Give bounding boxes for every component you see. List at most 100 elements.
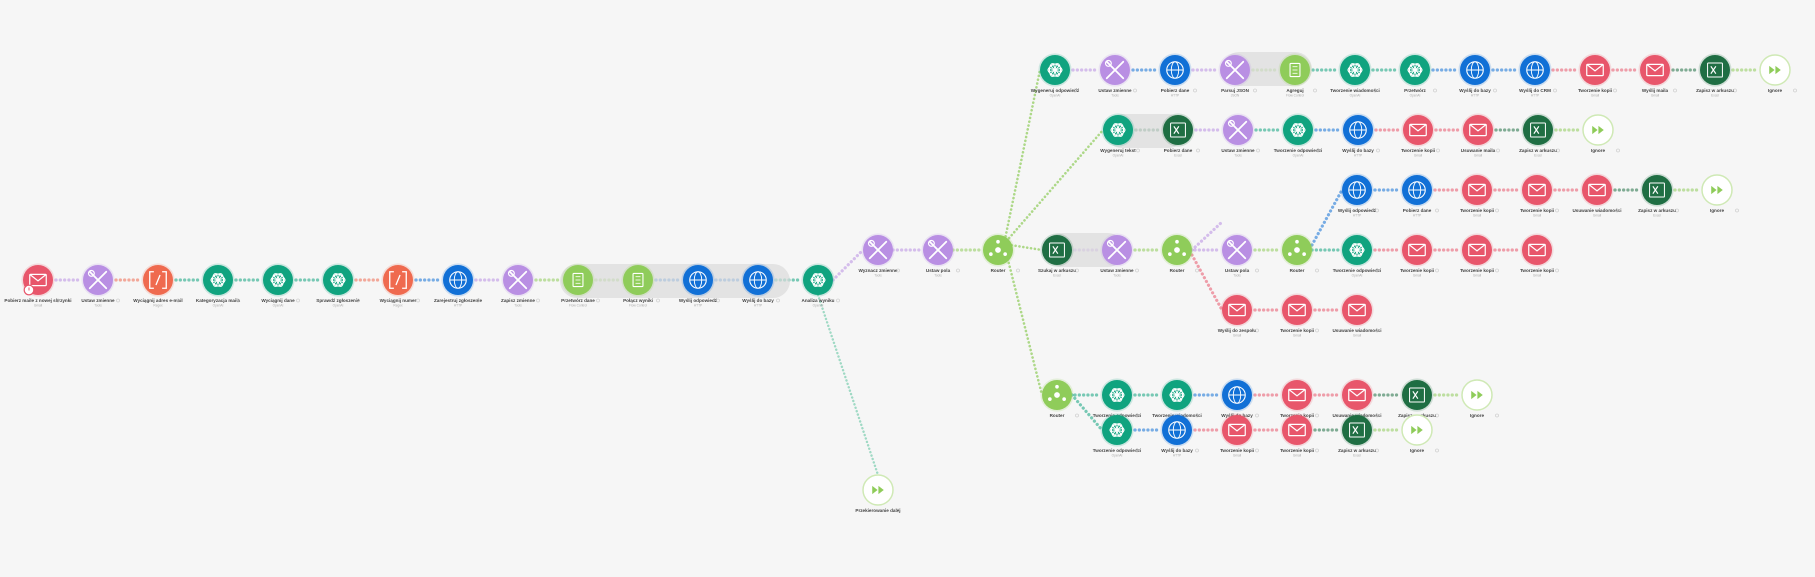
module-label: Pobierz dane <box>1164 148 1193 153</box>
envelope-icon <box>1228 423 1246 437</box>
settings-dot-icon <box>1435 208 1439 213</box>
module-app-name: Excel <box>1053 274 1061 278</box>
connection-layer <box>54 68 1759 477</box>
router-route <box>1002 242 1044 252</box>
envelope-flap-icon <box>1468 243 1486 252</box>
route3a-module-7[interactable]: Ignore <box>1701 174 1739 213</box>
module-label: Połącz wyniki <box>623 298 653 303</box>
fast-forward-icon <box>1411 425 1423 435</box>
settings-dot-icon <box>1133 88 1137 93</box>
route4b-module-6[interactable]: Ignore <box>1401 414 1439 453</box>
route1-module-13[interactable]: Ignore <box>1759 54 1797 93</box>
settings-dot-icon <box>1673 88 1677 93</box>
settings-dot-icon <box>1255 413 1259 418</box>
settings-dot-icon <box>1195 268 1199 273</box>
regex-brackets-icon <box>389 271 407 289</box>
module-circle <box>1523 115 1553 145</box>
module-app-name: OpenAI <box>1350 94 1361 98</box>
route4-module-8[interactable]: Ignore <box>1461 379 1499 418</box>
module-circle <box>1700 55 1730 85</box>
route3-module-5[interactable]: Router <box>1280 233 1319 273</box>
branch-module-3[interactable]: Router <box>981 233 1020 273</box>
settings-dot-icon <box>1315 413 1319 418</box>
module-label: Wygeneruj odpowiedź <box>1031 88 1080 93</box>
connection-link <box>1070 393 1104 432</box>
settings-dot-icon <box>1196 148 1200 153</box>
module-label: Router <box>1290 268 1305 273</box>
module-app-name: HTTP <box>1531 94 1539 98</box>
settings-dot-icon <box>596 298 600 303</box>
bottom-ignore-module[interactable]: Przekierowanie dalej <box>855 474 901 513</box>
route2-module-9[interactable]: Ignore <box>1582 114 1620 153</box>
connection-link <box>1190 253 1224 312</box>
settings-dot-icon <box>56 298 60 303</box>
route3-module-3[interactable]: Router <box>1160 233 1199 273</box>
settings-dot-icon <box>1316 148 1320 153</box>
route4-module-1[interactable]: Router <box>1040 378 1079 418</box>
settings-dot-icon <box>956 268 960 273</box>
module-app-name: Excel <box>1711 94 1719 98</box>
module-circle <box>1462 235 1492 265</box>
module-circle <box>1522 175 1552 205</box>
